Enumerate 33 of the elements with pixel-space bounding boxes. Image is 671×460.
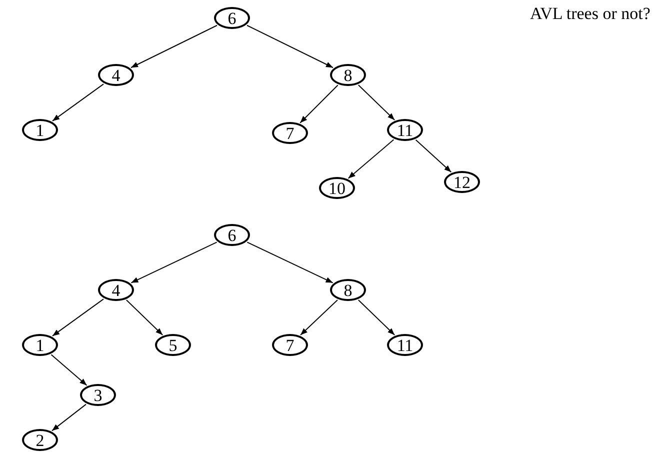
arrow: [348, 139, 394, 179]
tree-node-ellipse: 6: [214, 7, 250, 29]
arrow: [52, 84, 104, 122]
arrow: [246, 24, 334, 68]
arrow: [300, 300, 338, 336]
tree-node-ellipse: 12: [444, 171, 480, 193]
tree-node-ellipse: 1: [22, 119, 58, 141]
arrow: [415, 139, 452, 173]
question-text: AVL trees or not?: [530, 3, 650, 25]
arrow: [358, 84, 396, 120]
tree-node-ellipse: 8: [330, 64, 366, 86]
tree-node-ellipse: 10: [319, 177, 355, 199]
arrow: [52, 298, 104, 336]
tree-node-ellipse: 4: [98, 279, 134, 301]
arrow: [52, 404, 86, 432]
arrow: [130, 242, 218, 284]
tree-node-ellipse: 7: [272, 122, 308, 144]
arrow: [130, 24, 218, 68]
arrow: [300, 84, 338, 124]
tree-node-ellipse: 1: [22, 334, 58, 356]
tree-node-ellipse: 11: [387, 334, 423, 356]
tree-node-ellipse: 7: [272, 334, 308, 356]
tree-node-ellipse: 11: [387, 119, 423, 141]
arrow: [358, 300, 396, 336]
tree-node-ellipse: 2: [22, 429, 58, 451]
arrow: [246, 242, 334, 284]
tree-node-ellipse: 5: [155, 334, 191, 356]
tree-node-ellipse: 3: [80, 384, 116, 406]
arrow: [50, 354, 88, 386]
tree-node-ellipse: 6: [214, 224, 250, 246]
tree-node-ellipse: 8: [330, 279, 366, 301]
arrow: [126, 300, 164, 336]
tree-node-ellipse: 4: [98, 64, 134, 86]
